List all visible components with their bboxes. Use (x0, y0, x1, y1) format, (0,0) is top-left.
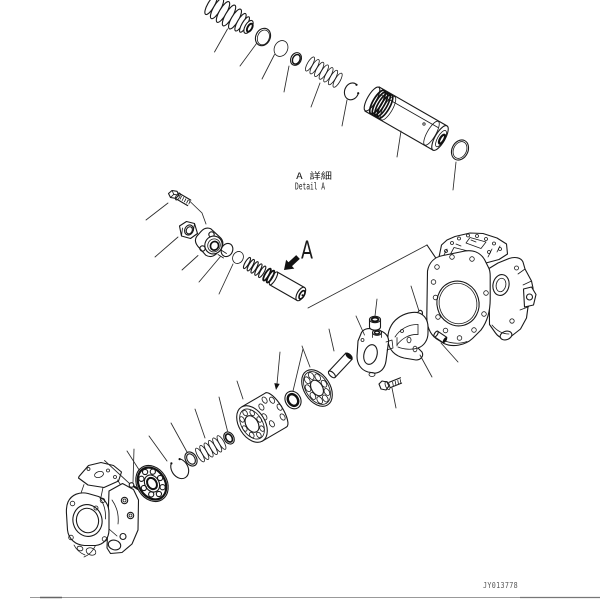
cradle (387, 311, 433, 378)
shaft-subassembly: A (145, 189, 428, 309)
valve-shaft (363, 86, 449, 158)
front-housing (65, 461, 140, 558)
backup-ring (283, 52, 303, 93)
mount-bolt (378, 377, 403, 409)
footer: JY013778 (30, 581, 600, 599)
collar-ring (218, 396, 235, 445)
section-arrow-icon (284, 255, 300, 270)
coil-spring-top (305, 56, 343, 108)
valve-plate (301, 345, 333, 407)
swash-plate (355, 315, 394, 377)
detail-label-en: Detail A (295, 182, 325, 193)
flange-o-ring (198, 242, 234, 283)
seal-ring (218, 251, 244, 295)
flange-holder (181, 227, 227, 271)
detail-a-assembly: A 詳細 Detail A (204, 0, 470, 193)
section-marker: A (284, 236, 313, 270)
dowel-pin (433, 330, 459, 363)
shaft-o-ring (450, 139, 470, 191)
piston-cup (368, 298, 382, 331)
ball-bearing (126, 450, 169, 503)
snap-ring-lower (148, 435, 190, 480)
o-ring-small (261, 40, 289, 80)
detail-label-ja: A 詳細 (296, 170, 332, 182)
rear-housing (410, 232, 537, 347)
spherical-bushing (284, 348, 304, 410)
washer-ring (170, 422, 198, 467)
pivot-pin (327, 328, 353, 379)
rotating-group (104, 328, 353, 503)
coil-spring-lower (194, 408, 227, 463)
splined-shaft (242, 256, 307, 302)
coupling-sleeve (204, 0, 254, 53)
detail-connector-line (307, 244, 428, 309)
snap-ring-top (341, 82, 360, 127)
hex-bushing (154, 220, 199, 258)
swash-plate-group (355, 298, 459, 409)
retaining-ring (239, 27, 272, 67)
section-marker-a: A (301, 236, 313, 265)
cylinder-barrel (236, 351, 289, 443)
housing-side (488, 256, 537, 341)
bore-arrow-icon (274, 383, 280, 390)
fitting-bolt (145, 189, 207, 225)
drawing-number: JY013778 (483, 581, 518, 590)
